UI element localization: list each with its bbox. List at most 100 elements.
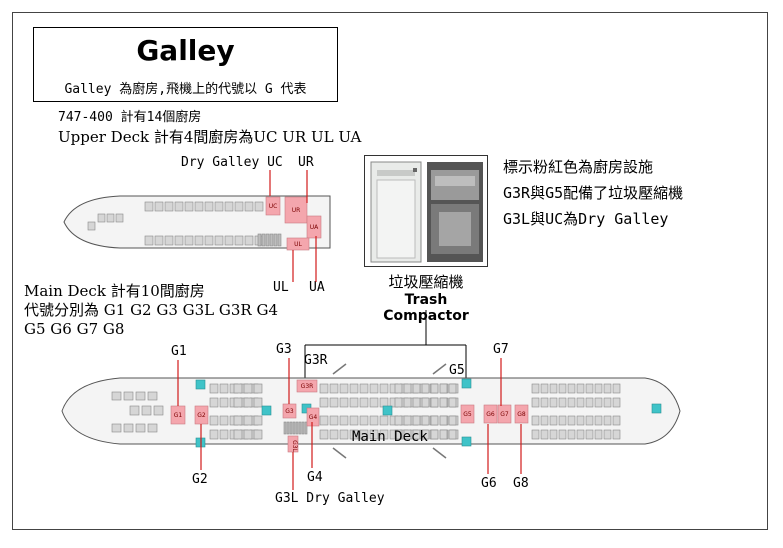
seat — [214, 201, 224, 212]
seat — [594, 415, 603, 426]
seat — [219, 415, 229, 426]
seat — [567, 397, 576, 408]
seat — [194, 201, 204, 212]
seat — [403, 429, 412, 440]
seat — [421, 429, 430, 440]
seat — [349, 429, 359, 440]
seat — [412, 415, 421, 426]
seat — [603, 429, 612, 440]
seat — [379, 415, 389, 426]
seat — [448, 429, 457, 440]
main-deck-doors — [332, 363, 447, 459]
seat — [219, 429, 229, 440]
seat — [612, 383, 621, 394]
seat — [339, 383, 349, 394]
seat — [403, 383, 412, 394]
seat — [403, 415, 412, 426]
main-info-line2: 代號分別為 G1 G2 G3 G3L G3R G4 — [24, 301, 279, 319]
seat — [567, 429, 576, 440]
main-pointer-lines — [177, 358, 522, 490]
seat — [558, 397, 567, 408]
page-title: Galley — [136, 34, 235, 67]
seat — [339, 429, 349, 440]
seat — [448, 383, 457, 394]
main-deck-label: Main Deck — [352, 429, 428, 445]
galley-ua — [306, 215, 322, 239]
seat — [129, 405, 140, 416]
seat — [439, 429, 448, 440]
seat — [359, 415, 369, 426]
seat — [439, 383, 448, 394]
seat — [359, 383, 369, 394]
seat — [243, 397, 253, 408]
seat — [430, 415, 439, 426]
upper-info-line2: Upper Deck 計有4間廚房為UC UR UL UA — [58, 128, 362, 146]
seat — [394, 429, 403, 440]
seat — [209, 383, 219, 394]
galley-ur — [284, 196, 308, 224]
seat — [253, 429, 263, 440]
seat — [439, 397, 448, 408]
seat — [339, 415, 349, 426]
seat — [594, 397, 603, 408]
note-line1: 標示粉紅色為廚房設施 — [503, 158, 654, 176]
seat — [214, 235, 224, 246]
seat — [349, 397, 359, 408]
seat — [153, 405, 164, 416]
seat — [567, 415, 576, 426]
label-g3l-dry-galley: G3L Dry Galley — [275, 491, 385, 506]
lavatory — [461, 378, 472, 389]
seat — [147, 423, 158, 433]
seat — [233, 397, 243, 408]
galley-g8-text: G8 — [517, 411, 526, 418]
galley-ua-text: UA — [310, 224, 319, 231]
seat — [253, 383, 263, 394]
seat — [430, 429, 439, 440]
seat — [123, 391, 134, 401]
seat — [224, 235, 234, 246]
compactor-illustration — [370, 161, 483, 263]
seat — [379, 397, 389, 408]
seat — [430, 397, 439, 408]
seat — [558, 429, 567, 440]
seat — [603, 383, 612, 394]
galley-g5-text: G5 — [463, 411, 472, 418]
trash-compactor-photo — [364, 155, 488, 267]
seat — [594, 383, 603, 394]
seat — [369, 415, 379, 426]
seat — [244, 201, 254, 212]
label-g1: G1 — [171, 344, 187, 359]
dry-galley-uc-label: Dry Galley UC — [181, 155, 283, 170]
label-g6: G6 — [481, 476, 497, 491]
seat — [233, 415, 243, 426]
galley-cart — [301, 421, 305, 435]
seat — [123, 423, 134, 433]
seat — [540, 429, 549, 440]
galley-cart — [283, 421, 287, 435]
seat — [576, 397, 585, 408]
galley-cart — [257, 233, 262, 247]
seat — [359, 397, 369, 408]
seat — [144, 235, 154, 246]
seat — [224, 201, 234, 212]
seat — [87, 221, 96, 231]
seat — [394, 397, 403, 408]
seat — [234, 201, 244, 212]
seat — [243, 415, 253, 426]
seat — [585, 397, 594, 408]
seat — [576, 429, 585, 440]
seat — [147, 391, 158, 401]
seat — [111, 391, 122, 401]
seat — [319, 429, 329, 440]
seat — [111, 423, 122, 433]
seat — [540, 415, 549, 426]
upper-info-line1: 747-400 計有14個廚房 — [58, 110, 202, 125]
seat — [531, 383, 540, 394]
upper-pointer-lines — [269, 170, 317, 282]
seat — [531, 397, 540, 408]
seat — [540, 383, 549, 394]
galley-cart — [261, 233, 266, 247]
page-frame — [12, 12, 768, 530]
title-box: Galley Galley 為廚房,飛機上的代號以 G 代表 — [33, 27, 338, 102]
